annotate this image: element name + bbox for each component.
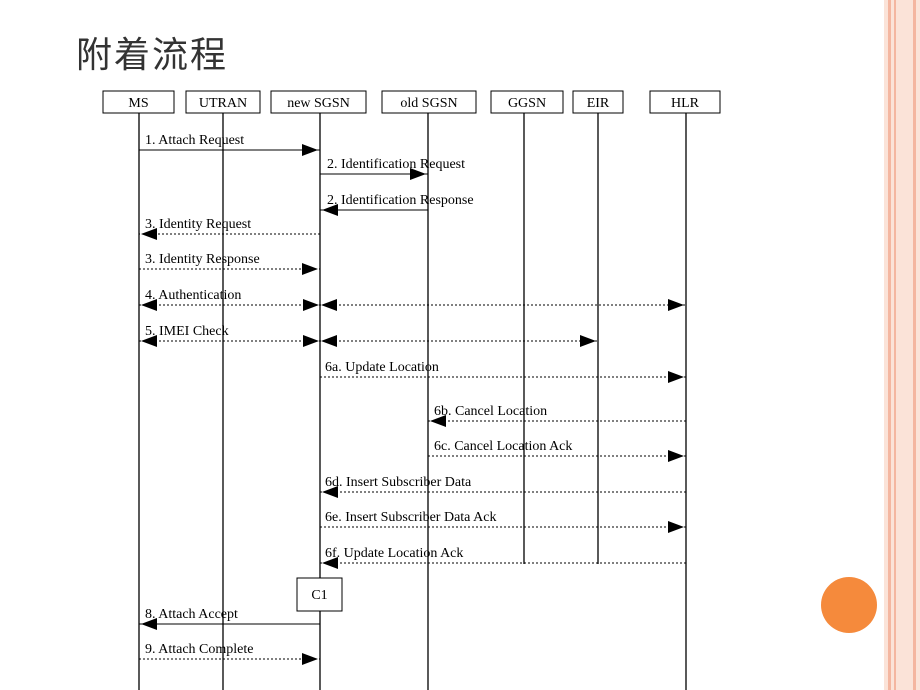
arrowhead-10 <box>668 450 684 462</box>
arrowhead-7-ms <box>141 335 157 347</box>
entity-label-eir: EIR <box>587 96 610 111</box>
entity-label-new-sgsn: new SGSN <box>287 96 350 111</box>
arrowhead-12 <box>668 521 684 533</box>
arrowhead-11 <box>322 486 338 498</box>
c1-label: C1 <box>311 588 327 603</box>
arrowhead-7-sgsn-out <box>321 335 337 347</box>
slide-title: 附着流程 <box>76 35 229 76</box>
message-label-9: 6b. Cancel Location <box>434 404 547 419</box>
message-label-2: 2. Identification Request <box>327 157 465 172</box>
arrowhead-5 <box>302 263 318 275</box>
right-border-line-2 <box>894 0 896 690</box>
entity-label-hlr: HLR <box>671 96 700 111</box>
arrowhead-8 <box>668 371 684 383</box>
arrowhead-6-sgsn-out <box>321 299 337 311</box>
message-label-7: 5. IMEI Check <box>145 324 229 339</box>
arrowhead-7-sgsn-in <box>303 335 319 347</box>
entity-box-hlr <box>649 90 721 114</box>
arrowhead-4 <box>141 228 157 240</box>
entity-label-utran: UTRAN <box>199 96 247 111</box>
arrowhead-9 <box>430 415 446 427</box>
arrowhead-13 <box>322 557 338 569</box>
entity-box-new-sgsn <box>270 90 367 114</box>
entity-label-ggsn: GGSN <box>508 96 546 111</box>
arrowhead-14 <box>141 618 157 630</box>
right-border-line-1 <box>888 0 891 690</box>
arrowhead-3 <box>322 204 338 216</box>
message-label-12: 6e. Insert Subscriber Data Ack <box>325 510 496 525</box>
message-label-5: 3. Identity Response <box>145 252 260 267</box>
entity-label-ms: MS <box>128 96 148 111</box>
message-label-1: 1. Attach Request <box>145 133 244 148</box>
message-label-15: 9. Attach Complete <box>145 642 253 657</box>
arrowhead-6-sgsn-in <box>303 299 319 311</box>
arrowhead-2 <box>410 168 426 180</box>
arrowhead-6-ms <box>141 299 157 311</box>
arrowhead-7-target <box>580 335 596 347</box>
message-label-8: 6a. Update Location <box>325 360 439 375</box>
message-label-6: 4. Authentication <box>145 288 241 303</box>
message-label-4: 3. Identity Request <box>145 217 251 232</box>
accent-circle <box>821 577 877 633</box>
message-label-11: 6d. Insert Subscriber Data <box>325 475 472 490</box>
right-border-line-3 <box>913 0 916 690</box>
message-label-3: 2. Identification Response <box>327 193 474 208</box>
c1-box <box>296 577 343 612</box>
entity-box-old-sgsn <box>381 90 477 114</box>
message-label-14: 8. Attach Accept <box>145 607 238 622</box>
entity-box-ggsn <box>490 90 564 114</box>
arrowhead-15 <box>302 653 318 665</box>
entity-label-old-sgsn: old SGSN <box>400 96 457 111</box>
arrowhead-1 <box>302 144 318 156</box>
message-label-10: 6c. Cancel Location Ack <box>434 439 572 454</box>
arrowhead-6-target <box>668 299 684 311</box>
message-label-13: 6f. Update Location Ack <box>325 546 463 561</box>
